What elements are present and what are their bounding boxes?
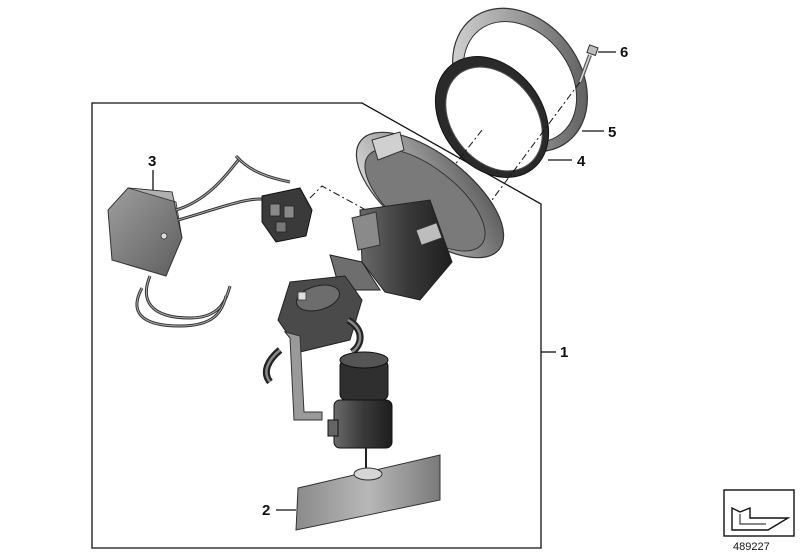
- filter-pad-icon: [295, 454, 441, 531]
- assembly-frame: [91, 102, 542, 549]
- callout-4: 4: [577, 153, 586, 170]
- fuel-pump-assembly-icon: [262, 131, 505, 470]
- callout-3: 3: [148, 153, 156, 170]
- callout-6: 6: [620, 44, 628, 61]
- navigation-arrow-button[interactable]: [723, 489, 795, 537]
- callout-2: 2: [262, 502, 270, 519]
- screw-icon: [578, 44, 599, 83]
- alignment-line: [439, 129, 483, 185]
- document-id: 489227: [733, 541, 770, 553]
- sensor-module-icon: [107, 154, 313, 328]
- callout-5: 5: [608, 124, 616, 141]
- alignment-line: [491, 81, 581, 201]
- callout-1: 1: [560, 344, 568, 361]
